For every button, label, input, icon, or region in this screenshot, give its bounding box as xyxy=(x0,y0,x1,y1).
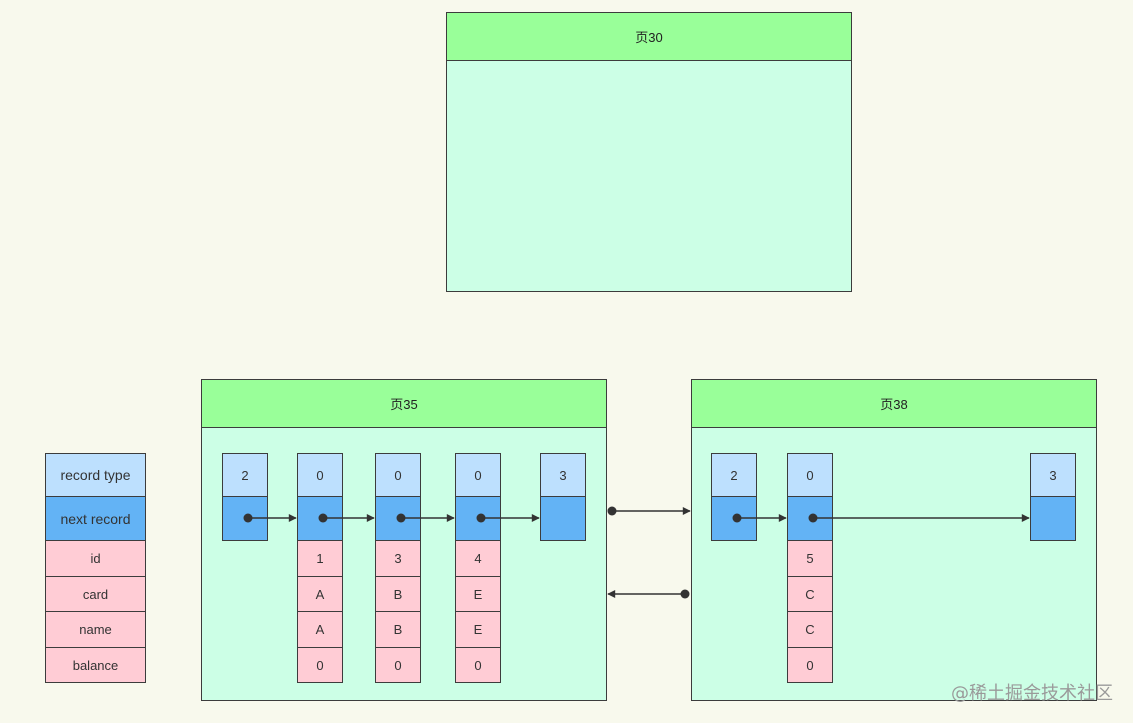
page-left-record-1-name: A xyxy=(297,611,343,648)
page-left-record-3-name: E xyxy=(455,611,501,648)
page-left-record-1-card: A xyxy=(297,576,343,612)
page-left-record-3-card: E xyxy=(455,576,501,612)
page-left-record-1-id: 1 xyxy=(297,540,343,577)
page-left-record-2-id: 3 xyxy=(375,540,421,577)
legend-next-record: next record xyxy=(45,496,146,541)
page-35-next-page-dot xyxy=(607,506,617,516)
page-right-record-0-type: 2 xyxy=(711,453,757,497)
page-left-record-3-type: 0 xyxy=(455,453,501,497)
page-right-record-1-name: C xyxy=(787,611,833,648)
legend-field-id: id xyxy=(45,540,146,577)
page-left-record-2-next-pointer xyxy=(375,496,421,541)
page-left-record-2-type: 0 xyxy=(375,453,421,497)
page-left-record-3-id: 4 xyxy=(455,540,501,577)
page-left-record-4-next-pointer xyxy=(540,496,586,541)
page-right-record-1-id: 5 xyxy=(787,540,833,577)
page-38-title: 页38 xyxy=(692,380,1096,428)
page-right-record-0-next-pointer xyxy=(711,496,757,541)
legend-record-type: record type xyxy=(45,453,146,497)
page-right-record-1-card: C xyxy=(787,576,833,612)
page-right-record-2-next-pointer xyxy=(1030,496,1076,541)
page-left-record-4-type: 3 xyxy=(540,453,586,497)
page-left-record-2-balance: 0 xyxy=(375,647,421,683)
page-35-title: 页35 xyxy=(202,380,606,428)
page-left-record-0-type: 2 xyxy=(222,453,268,497)
page-38-prev-page-dot xyxy=(680,589,690,599)
legend-field-name: name xyxy=(45,611,146,648)
page-30: 页30 xyxy=(446,12,852,292)
watermark: @稀土掘金技术社区 xyxy=(951,683,1113,704)
page-left-record-0-next-pointer xyxy=(222,496,268,541)
legend-field-balance: balance xyxy=(45,647,146,683)
page-left-record-1-next-pointer xyxy=(297,496,343,541)
page-left-record-3-next-pointer xyxy=(455,496,501,541)
page-right-record-2-type: 3 xyxy=(1030,453,1076,497)
page-left-record-2-card: B xyxy=(375,576,421,612)
page-left-record-1-type: 0 xyxy=(297,453,343,497)
page-right-record-1-balance: 0 xyxy=(787,647,833,683)
page-left-record-1-balance: 0 xyxy=(297,647,343,683)
page-right-record-1-type: 0 xyxy=(787,453,833,497)
page-left-record-2-name: B xyxy=(375,611,421,648)
page-right-record-1-next-pointer xyxy=(787,496,833,541)
page-30-title: 页30 xyxy=(447,13,851,61)
legend-field-card: card xyxy=(45,576,146,612)
page-38: 页38 xyxy=(691,379,1097,701)
page-left-record-3-balance: 0 xyxy=(455,647,501,683)
